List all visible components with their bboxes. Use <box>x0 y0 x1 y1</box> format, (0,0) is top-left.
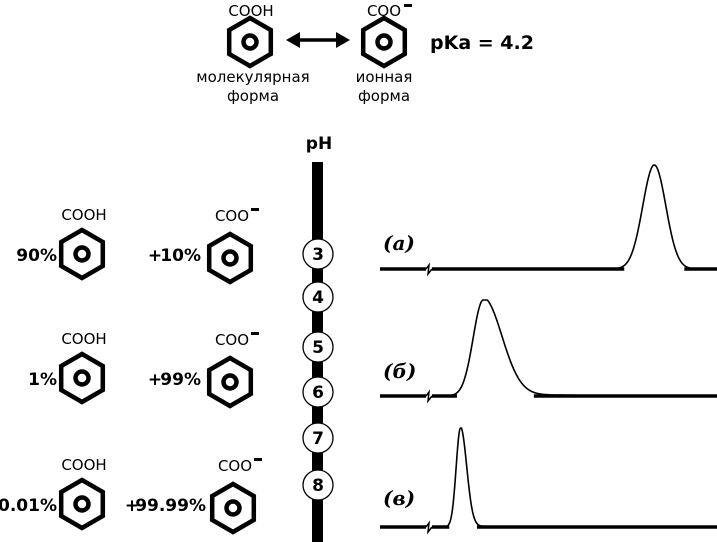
double-headed-arrow-icon <box>286 32 350 48</box>
benzene-ring-icon <box>209 234 251 282</box>
benzene-ring-icon <box>61 354 103 402</box>
ion-group-label: COO <box>367 2 401 20</box>
negative-charge-icon <box>254 458 262 461</box>
benzene-ring-icon <box>61 230 103 278</box>
composition-row: 1% COOH +99% COO <box>28 330 259 406</box>
axis-break-mark <box>425 262 433 277</box>
chromatogram-traces: (а) (б) (в) <box>380 164 717 535</box>
ionic-form-caption-line1: ионная <box>356 68 413 86</box>
ph-mark-circle <box>302 376 334 408</box>
acid-group-label: COOH <box>61 330 106 348</box>
composition-row: 90% COOH +10% COO <box>16 206 259 282</box>
negative-charge-icon <box>251 332 259 335</box>
ion-group-label: COO <box>218 457 252 475</box>
axis-break-mark <box>425 520 433 535</box>
axis-break-mark <box>425 389 433 404</box>
acid-group-label: COOH <box>61 206 106 224</box>
ph-mark-3: 3 <box>302 238 334 270</box>
acid-percent: 0.01% <box>0 496 57 516</box>
benzene-ring-icon <box>212 484 254 532</box>
ph-mark-circle <box>302 422 334 454</box>
ion-group-label: COO <box>215 207 249 225</box>
ph-mark-circle <box>302 281 334 313</box>
plus-sign: + <box>125 496 139 516</box>
acid-percent: 1% <box>28 370 57 390</box>
ph-mark-circle <box>302 238 334 270</box>
benzene-ring-icon <box>229 18 271 66</box>
molecular-form-caption-line1: молекулярная <box>196 68 309 86</box>
negative-charge-icon <box>251 208 259 211</box>
ph-mark-label: 7 <box>312 429 324 449</box>
molecular-form-caption-line2: форма <box>227 87 279 105</box>
trace-label: (а) <box>383 231 415 255</box>
acid-group-label: COOH <box>228 2 273 20</box>
peak-curve <box>432 427 717 528</box>
plus-sign: + <box>148 246 162 266</box>
ph-mark-label: 6 <box>312 383 324 403</box>
trace-label: (в) <box>383 486 415 510</box>
ph-mark-label: 4 <box>312 288 324 308</box>
chromatogram-trace: (в) <box>380 427 717 535</box>
trace-label: (б) <box>383 359 416 383</box>
ph-mark-circle <box>302 469 334 501</box>
ph-mark-circle <box>302 331 334 363</box>
ion-percent: 10% <box>160 246 201 266</box>
ph-mark-4: 4 <box>302 281 334 313</box>
peak-curve <box>432 164 717 270</box>
benzene-ring-icon <box>61 480 103 528</box>
ph-mark-8: 8 <box>302 469 334 501</box>
acid-group-label: COOH <box>61 456 106 474</box>
benzene-ring-icon <box>209 358 251 406</box>
ph-mark-label: 8 <box>312 476 324 496</box>
acid-percent: 90% <box>16 246 57 266</box>
composition-rows: 90% COOH +10% COO 1% COOH +99% COO 0.01% COOH +99.… <box>0 206 262 532</box>
ph-axis: pH 3 4 5 6 7 8 <box>302 134 334 542</box>
ph-mark-label: 5 <box>312 338 324 358</box>
pka-value: pKa = 4.2 <box>430 32 534 54</box>
ph-mark-7: 7 <box>302 422 334 454</box>
benzene-ring-icon <box>363 18 405 66</box>
plus-sign: + <box>148 370 162 390</box>
negative-charge-icon <box>404 4 412 7</box>
peak-curve <box>432 299 717 397</box>
ion-group-label: COO <box>215 331 249 349</box>
ph-axis-title: pH <box>306 134 332 154</box>
ionic-form-caption-line2: форма <box>358 87 410 105</box>
chromatogram-trace: (а) <box>380 164 717 277</box>
header-equilibrium: COOH молекулярная форма COO ионная форма… <box>196 2 534 105</box>
chromatogram-trace: (б) <box>380 299 717 404</box>
composition-row: 0.01% COOH +99.99% COO <box>0 456 262 532</box>
ion-percent: 99.99% <box>135 496 206 516</box>
ion-percent: 99% <box>160 370 201 390</box>
ph-mark-label: 3 <box>312 245 324 265</box>
ph-mark-5: 5 <box>302 331 334 363</box>
ph-mark-6: 6 <box>302 376 334 408</box>
